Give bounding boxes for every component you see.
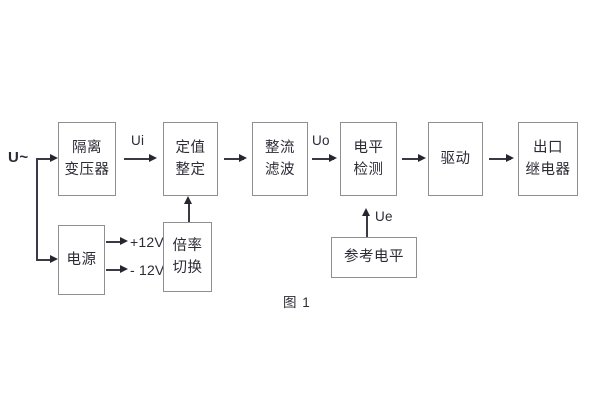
block-setting-adjust[interactable]: 定值 整定 (163, 122, 218, 196)
rail-positive-line (106, 241, 124, 243)
block-level-detect-line-2: 检测 (353, 162, 384, 178)
input-bus-bottom-segment (36, 259, 50, 261)
block-multiplier-switch-line-2: 切换 (172, 260, 203, 276)
input-bus-vertical-segment (36, 158, 38, 260)
block-reference-level[interactable]: 参考电平 (331, 237, 417, 278)
block-output-relay-line-2: 继电器 (525, 162, 571, 178)
link-rectify-to-level-detect (312, 158, 334, 160)
link-setting-to-rectify (224, 158, 244, 160)
rail-positive-label: +12V (130, 234, 164, 250)
link-reference-to-level-detect (366, 215, 368, 237)
block-rectify-filter-line-2: 滤波 (265, 162, 295, 178)
block-drive-line-1: 驱动 (440, 150, 471, 167)
link-drive-to-output-relay (489, 158, 511, 160)
link-level-detect-to-drive (402, 158, 422, 160)
arrow-rail-negative (120, 265, 128, 273)
arrow-input-to-isolation-transformer (50, 154, 58, 162)
block-isolation-transformer-line-1: 隔离 (72, 139, 102, 156)
block-isolation-transformer[interactable]: 隔离 变压器 (58, 122, 116, 196)
block-power-supply[interactable]: 电源 (58, 225, 105, 295)
block-setting-adjust-line-2: 整定 (175, 162, 206, 178)
block-level-detect-line-1: 电平 (353, 139, 384, 156)
signal-label-uo: Uo (312, 133, 330, 148)
block-setting-adjust-line-1: 定值 (175, 139, 206, 156)
source-voltage-label: U~ (8, 149, 29, 166)
block-multiplier-switch-line-1: 倍率 (172, 237, 203, 254)
arrow-rail-positive (120, 237, 128, 245)
block-output-relay-line-1: 出口 (533, 139, 563, 156)
block-multiplier-switch[interactable]: 倍率 切换 (163, 222, 212, 292)
arrow-multiplier-to-setting (184, 196, 192, 204)
arrow-drive-to-output-relay (506, 154, 514, 162)
arrow-level-detect-to-drive (418, 154, 426, 162)
block-rectify-filter[interactable]: 整流 滤波 (252, 122, 308, 196)
block-power-supply-line-1: 电源 (66, 251, 97, 268)
arrow-setting-to-rectify (239, 154, 247, 162)
block-rectify-filter-line-1: 整流 (265, 139, 295, 156)
figure-caption: 图 1 (283, 295, 311, 310)
arrow-rectify-to-level-detect (329, 154, 337, 162)
signal-label-ui: Ui (131, 133, 145, 148)
block-level-detect[interactable]: 电平 检测 (340, 122, 397, 196)
block-output-relay[interactable]: 出口 继电器 (518, 122, 578, 196)
arrow-input-to-power-supply (50, 255, 58, 263)
rail-negative-label: - 12V (130, 262, 165, 278)
arrow-isolation-to-setting (149, 154, 157, 162)
arrow-reference-to-level-detect (362, 208, 370, 216)
block-reference-level-line-1: 参考电平 (344, 249, 404, 266)
block-isolation-transformer-line-2: 变压器 (64, 162, 110, 178)
rail-negative-line (106, 269, 124, 271)
block-drive[interactable]: 驱动 (428, 122, 483, 196)
link-multiplier-to-setting (188, 203, 190, 222)
signal-label-ue: Ue (375, 209, 393, 224)
link-isolation-to-setting (124, 158, 150, 160)
input-bus-top-segment (36, 158, 50, 160)
